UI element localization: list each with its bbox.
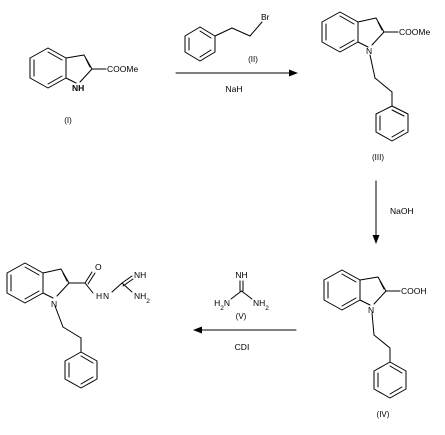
compound-v: NH H2N NH2 (V) (214, 270, 269, 321)
compound-iii-bonds (321, 11, 409, 142)
compound-iii-caption: (III) (372, 153, 384, 162)
compound-v-amine-right-label: NH2 (253, 298, 269, 312)
compound-iii-ester-label: COOMe (399, 27, 430, 37)
compound-product-bonds (6, 262, 134, 389)
compound-product: N O H N NH NH2 (6, 262, 150, 389)
compound-i-caption: (I) (64, 116, 72, 125)
compound-iv-bonds (323, 269, 407, 399)
compound-iv-caption: (IV) (377, 410, 390, 419)
compound-i-ester-label: COOMe (107, 64, 138, 74)
compound-iii: COOMe N (III) (321, 11, 430, 162)
compound-v-amine-left-label: H2N (214, 298, 230, 312)
compound-i-bonds (29, 47, 107, 89)
compound-product-o-label: O (95, 262, 102, 272)
compound-i-nh-label: NH (72, 83, 84, 93)
compound-product-imine-label: NH (134, 270, 146, 280)
reagent-step2-label: NaOH (390, 206, 414, 216)
compound-v-imine-label: NH (235, 270, 247, 280)
compound-iii-n-label: N (366, 46, 372, 56)
compound-iv: COOH N (IV) (323, 269, 427, 419)
compound-product-n-label: N (51, 299, 57, 309)
compound-product-amine-label: NH2 (134, 291, 150, 305)
compound-iv-n-label: N (368, 305, 374, 315)
compound-v-bonds (230, 280, 253, 300)
arrow-step1 (175, 69, 298, 77)
compound-ii-caption: (II) (248, 55, 258, 64)
compound-ii-br-label: Br (261, 12, 270, 22)
reagent-step3-label: CDI (235, 342, 250, 352)
compound-ii-bonds (184, 21, 263, 62)
compound-product-n-amide-label: N (103, 291, 109, 301)
compound-v-caption: (V) (236, 312, 247, 321)
reagent-step1-label: NaH (225, 84, 242, 94)
compound-ii: Br (II) (184, 12, 270, 64)
arrow-step2 (372, 180, 380, 244)
arrow-step3 (193, 326, 297, 334)
compound-product-h-label: H (96, 291, 102, 301)
compound-iv-acid-label: COOH (401, 286, 427, 296)
compound-i: COOMe NH (I) (29, 47, 138, 125)
